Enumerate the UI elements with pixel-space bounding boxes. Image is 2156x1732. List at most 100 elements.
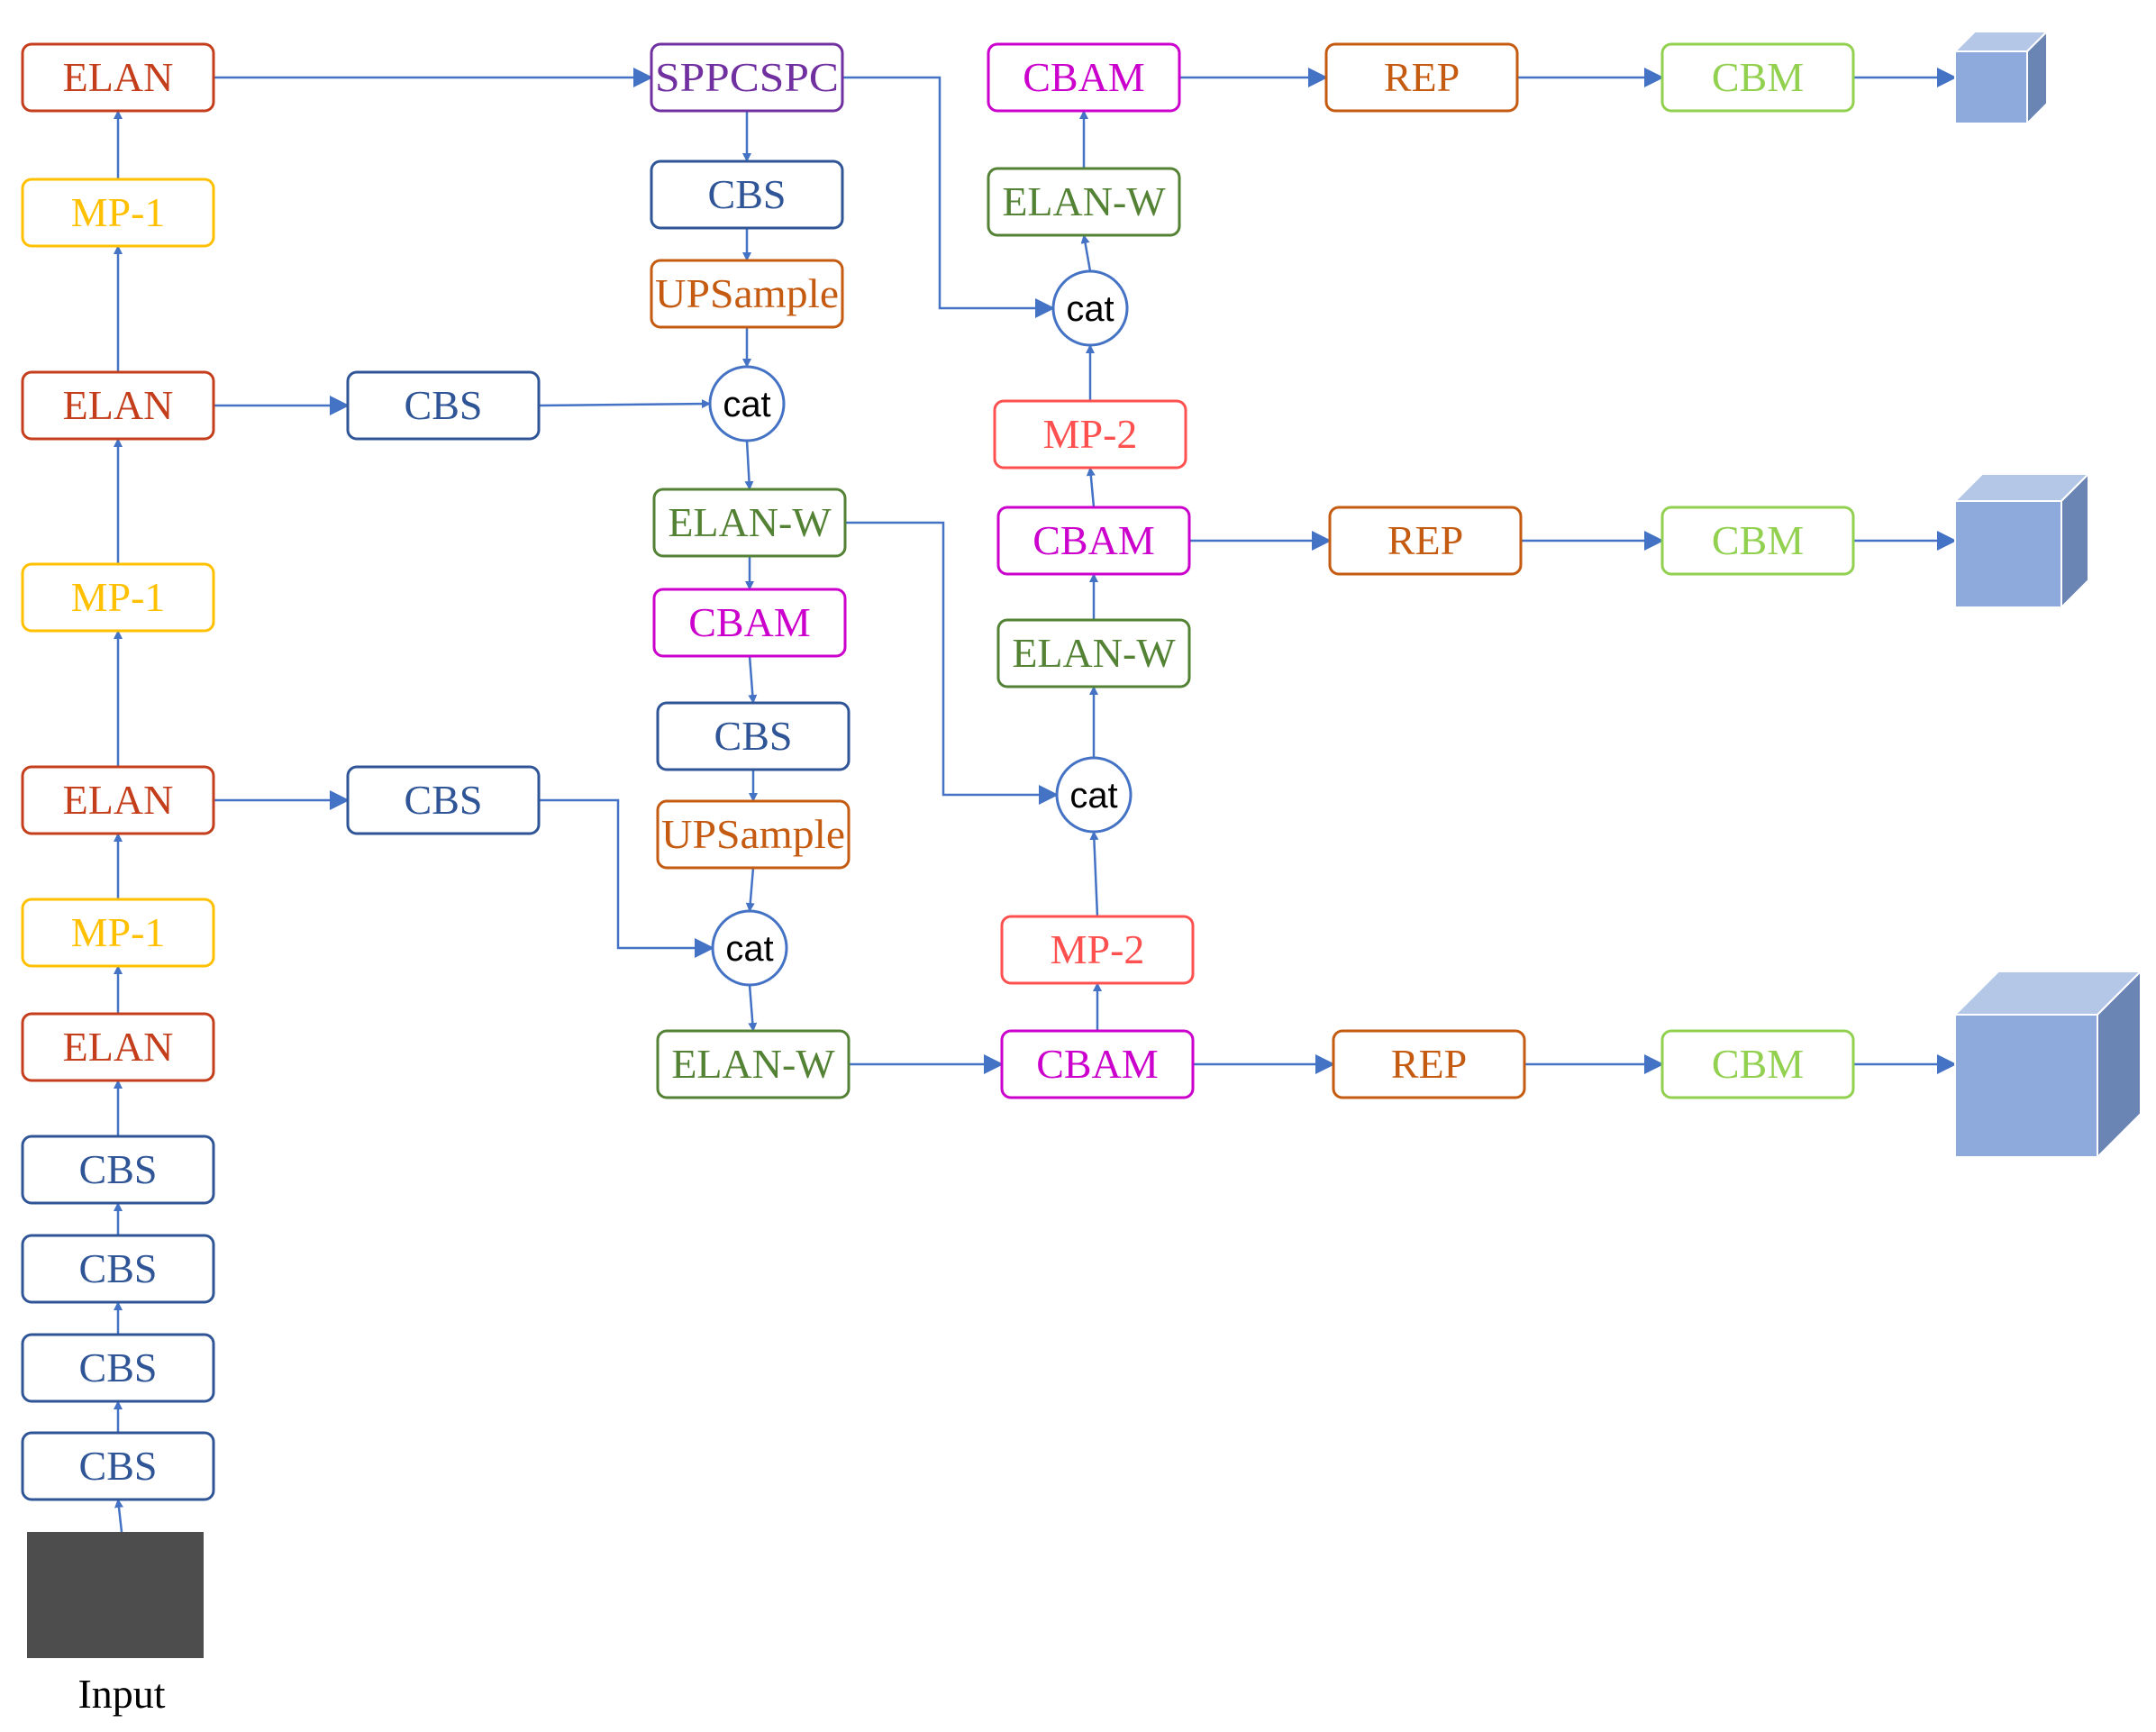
mp-1-box (21, 562, 215, 633)
cbs-label: CBS (405, 382, 483, 428)
cbam-label: CBAM (688, 599, 810, 645)
cbs-box (656, 701, 851, 771)
node-sppcspc: SPPCSPC (650, 42, 844, 113)
node-rep_mid: REP (1328, 506, 1523, 576)
nodes: ELANMP-1ELANMP-1ELANMP-1ELANCBSCBSCBSCBS… (21, 42, 1855, 1501)
mp-1-label: MP-1 (71, 189, 166, 235)
node-td_cat2: cat (711, 909, 788, 987)
node-bu_elanw2: ELAN-W (987, 167, 1181, 237)
rep-box (1324, 42, 1519, 113)
arrow-td_cbam1-to-td_cbs2 (748, 655, 758, 704)
elan-label: ELAN (63, 777, 174, 823)
arrow-bu_mp1-to-bu_cat1 (1089, 831, 1099, 917)
node-bb_elan1: ELAN (21, 1012, 215, 1082)
arrow-lat_cbs1-to-td_cat1 (538, 399, 711, 409)
arrow-sppcspc-to-bu_cat2 (842, 76, 1055, 318)
sppcspc-box (650, 42, 844, 113)
cbs-label: CBS (79, 1345, 158, 1390)
arrow-td_cat1-to-td_elanw1 (744, 440, 754, 490)
input-image (27, 1532, 204, 1658)
outputs (1952, 29, 2143, 1160)
cbs-label: CBS (79, 1443, 158, 1489)
cbs-label: CBS (79, 1245, 158, 1291)
cat-label: cat (723, 385, 770, 424)
node-cbm_mid: CBM (1660, 506, 1855, 576)
cbm-label: CBM (1712, 1041, 1804, 1087)
node-rep_bot: REP (1332, 1029, 1526, 1099)
cbm-box (1660, 42, 1855, 113)
cbs-box (21, 1333, 215, 1403)
mp-1-box (21, 898, 215, 968)
cube-icon (1952, 969, 2143, 1160)
sppcspc-label: SPPCSPC (655, 54, 839, 100)
node-bu_mp2: MP-2 (993, 399, 1187, 469)
rep-label: REP (1384, 54, 1460, 100)
node-td_cat1: cat (708, 365, 786, 442)
rep-label: REP (1391, 1041, 1467, 1087)
node-bb_elan3: ELAN (21, 370, 215, 441)
elan-w-box (652, 488, 847, 558)
input-label: Input (77, 1671, 165, 1717)
node-bu_cbam1: CBAM (1000, 1029, 1195, 1099)
cat-label: cat (1066, 289, 1114, 329)
rep-box (1328, 506, 1523, 576)
node-cbm_top: CBM (1660, 42, 1855, 113)
node-td_cbs2: CBS (656, 701, 851, 771)
cat-circle (1055, 756, 1133, 834)
elan-box (21, 1012, 215, 1082)
cbam-label: CBAM (1033, 517, 1154, 563)
mp-2-label: MP-2 (1043, 411, 1138, 457)
arrow-td_cat2-to-td_elanw2 (748, 984, 758, 1032)
cube-front-face (1954, 500, 2062, 608)
elan-box (21, 370, 215, 441)
upsample-label: UPSample (661, 811, 845, 857)
cbs-label: CBS (405, 777, 483, 823)
cbam-box (996, 506, 1191, 576)
elan-w-box (996, 618, 1191, 688)
cbs-box (21, 1431, 215, 1501)
cbam-label: CBAM (1036, 1041, 1158, 1087)
node-td_elanw1: ELAN-W (652, 488, 847, 558)
arrow-bu_cbam2-to-bu_mp2 (1086, 467, 1096, 508)
node-bu_cbam2: CBAM (996, 506, 1191, 576)
node-bb_cbs2: CBS (21, 1333, 215, 1403)
cube-front-face (1954, 1014, 2098, 1158)
node-bb_cbs4: CBS (21, 1135, 215, 1205)
node-bu_cat1: cat (1055, 756, 1133, 834)
node-cbm_bot: CBM (1660, 1029, 1855, 1099)
cbm-box (1660, 1029, 1855, 1099)
cat-label: cat (1069, 776, 1117, 816)
cube-icon (1952, 471, 2091, 610)
elan-w-box (987, 167, 1181, 237)
cbs-box (21, 1234, 215, 1304)
rep-label: REP (1387, 517, 1463, 563)
cbs-label: CBS (708, 171, 787, 217)
connections (114, 68, 1957, 1533)
mp-1-label: MP-1 (71, 909, 166, 955)
elan-box (21, 765, 215, 835)
node-bb_elan2: ELAN (21, 765, 215, 835)
cbam-box (652, 588, 847, 658)
node-td_cbs1: CBS (650, 160, 844, 230)
node-bu_mp1: MP-2 (1000, 915, 1195, 985)
arrow-lat_cbs2-to-td_cat2 (539, 798, 714, 958)
node-bb_cbs3: CBS (21, 1234, 215, 1304)
rep-box (1332, 1029, 1526, 1099)
node-lat_cbs2: CBS (346, 765, 541, 835)
upsample-box (650, 259, 844, 329)
elan-label: ELAN (63, 382, 174, 428)
node-bb_cbs1: CBS (21, 1431, 215, 1501)
arrow-td_elanw1-to-bu_cat1 (845, 521, 1059, 805)
upsample-box (656, 799, 851, 870)
cat-circle (711, 909, 788, 987)
elan-w-box (656, 1029, 851, 1099)
cbam-box (987, 42, 1181, 113)
elan-label: ELAN (63, 54, 174, 100)
cat-circle (708, 365, 786, 442)
cbm-box (1660, 506, 1855, 576)
arrow-bu_cat2-to-bu_elanw2 (1080, 234, 1092, 272)
cbs-box (21, 1135, 215, 1205)
cbs-label: CBS (79, 1146, 158, 1192)
upsample-label: UPSample (655, 270, 839, 316)
